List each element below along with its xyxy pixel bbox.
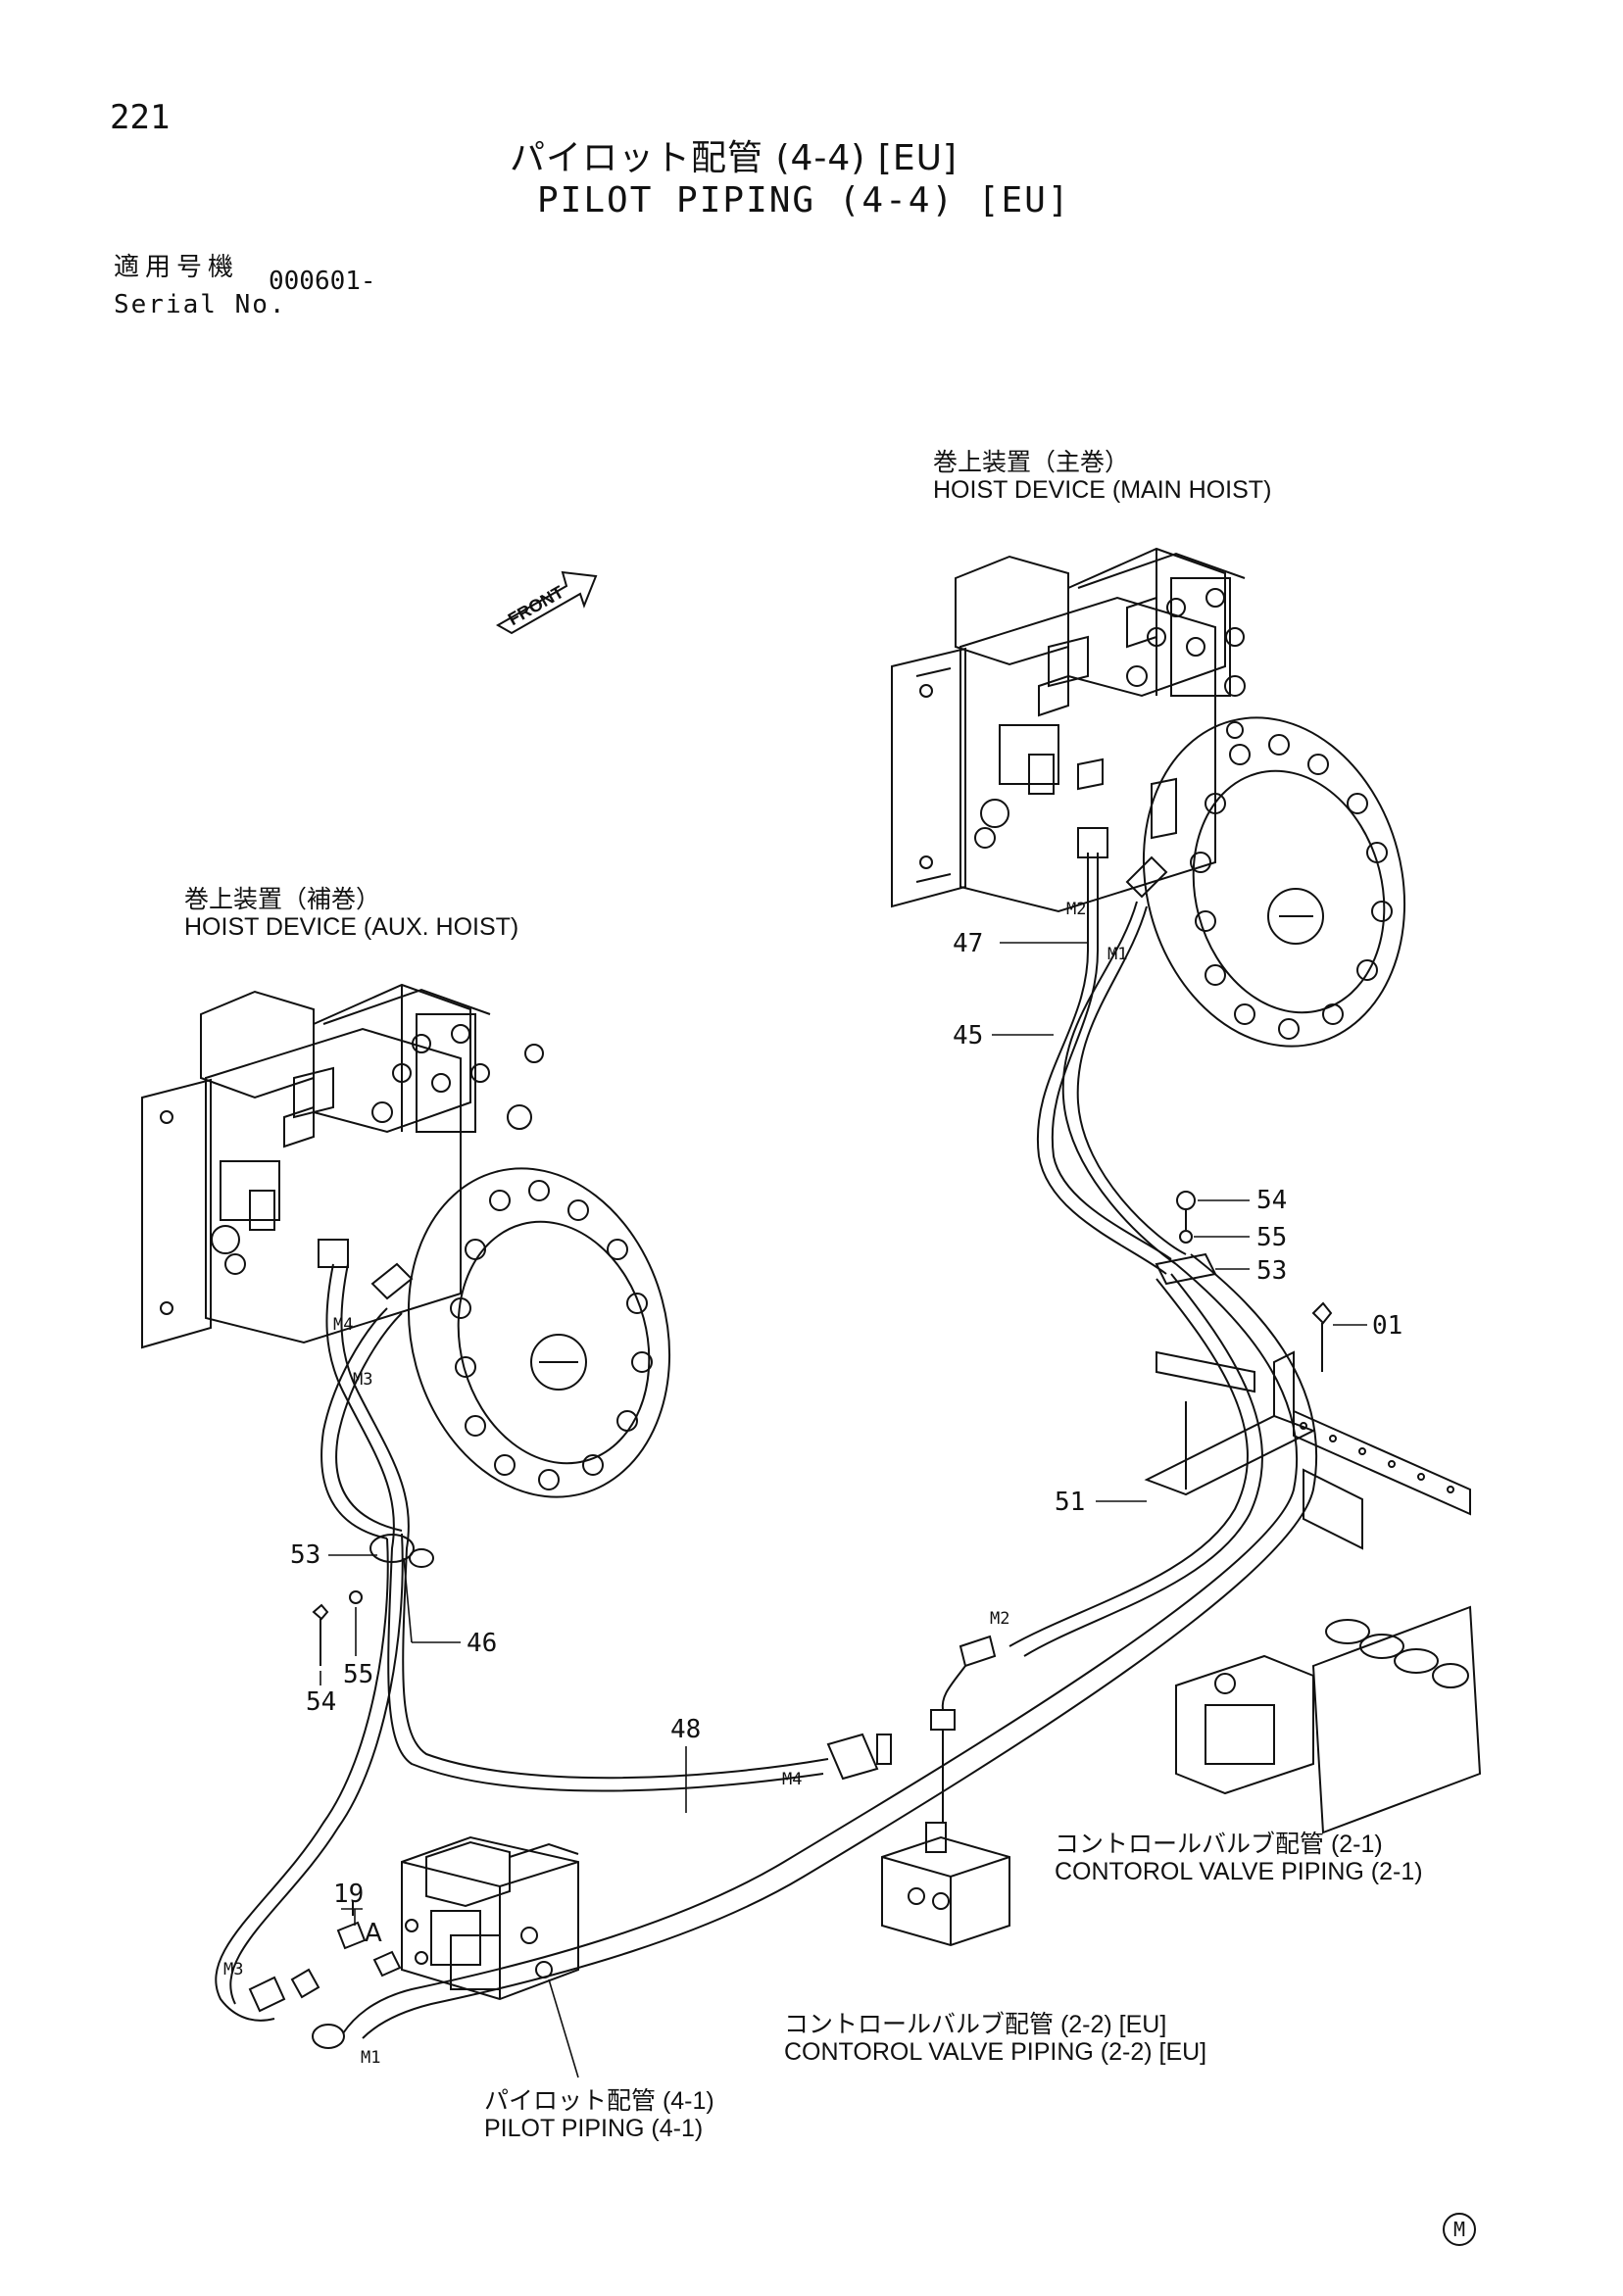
callout-cv22-jp: コントロールバルブ配管 (2-2) [EU] — [784, 2011, 1167, 2038]
hose-46-48 — [216, 1240, 891, 2021]
port-m1-bottom: M1 — [361, 2048, 381, 2068]
part-number-53-top: 53 — [1256, 1256, 1288, 1286]
front-arrow-shape — [498, 572, 596, 633]
leader-lines — [320, 943, 1367, 2077]
port-m3-bottom: M3 — [223, 1960, 244, 1979]
clamp-53-left — [314, 1535, 433, 1666]
part-number-19: 19 — [333, 1880, 365, 1909]
aux-hoist-device — [142, 985, 706, 1527]
part-number-55-left: 55 — [343, 1660, 374, 1689]
callout-cv21-en: CONTOROL VALVE PIPING (2-1) — [1055, 1858, 1423, 1885]
port-m3-left: M3 — [353, 1370, 373, 1390]
part-number-53-left: 53 — [290, 1540, 321, 1570]
hoses-main-to-pilot — [343, 1254, 1316, 2038]
hose-45-47 — [1038, 828, 1186, 1274]
part-number-46: 46 — [467, 1629, 498, 1658]
callout-aux-hoist-jp: 巻上装置（補巻） — [184, 886, 381, 913]
port-m1-top: M1 — [1107, 945, 1128, 964]
serial-number: 000601- — [269, 267, 376, 296]
port-m4-mid: M4 — [782, 1770, 803, 1789]
callout-cv22-en: CONTOROL VALVE PIPING (2-2) [EU] — [784, 2038, 1207, 2066]
callout-pilot41-en: PILOT PIPING (4-1) — [484, 2115, 704, 2142]
part-number-45: 45 — [953, 1021, 984, 1050]
callout-main-hoist-jp: 巻上装置（主巻） — [933, 449, 1130, 476]
part-number-51: 51 — [1055, 1488, 1086, 1517]
page-title-jp: パイロット配管 (4-4) [EU] — [510, 138, 958, 178]
port-m2-top: M2 — [1066, 900, 1087, 919]
page-title-en: PILOT PIPING (4-4) [EU] — [537, 180, 1071, 220]
pilot-valve — [250, 1837, 578, 2048]
page-number: 221 — [110, 98, 171, 137]
view-a-label: A — [365, 1919, 382, 1948]
part-number-54-top: 54 — [1256, 1186, 1288, 1215]
bracket-assembly — [1147, 1192, 1470, 1548]
callout-cv21-jp: コントロールバルブ配管 (2-1) — [1055, 1831, 1383, 1858]
part-number-55-top: 55 — [1256, 1223, 1288, 1252]
part-number-47: 47 — [953, 929, 984, 958]
callout-aux-hoist-en: HOIST DEVICE (AUX. HOIST) — [184, 913, 519, 941]
engine-block — [1176, 1607, 1480, 1832]
callout-main-hoist-en: HOIST DEVICE (MAIN HOIST) — [933, 476, 1272, 504]
port-m4-left: M4 — [333, 1315, 354, 1335]
control-valve-small — [882, 1823, 1009, 1945]
m2-elbow — [931, 1637, 995, 1823]
callout-pilot41-jp: パイロット配管 (4-1) — [484, 2087, 714, 2115]
part-number-54-left: 54 — [306, 1687, 337, 1717]
serial-label-jp: 適用号機 — [114, 253, 240, 282]
corner-mark: M — [1443, 2213, 1476, 2246]
main-hoist-device — [892, 549, 1441, 1076]
serial-label-en: Serial No. — [114, 290, 287, 319]
part-number-01: 01 — [1372, 1311, 1403, 1341]
part-number-48: 48 — [670, 1715, 702, 1744]
port-m2-mid: M2 — [990, 1609, 1010, 1629]
